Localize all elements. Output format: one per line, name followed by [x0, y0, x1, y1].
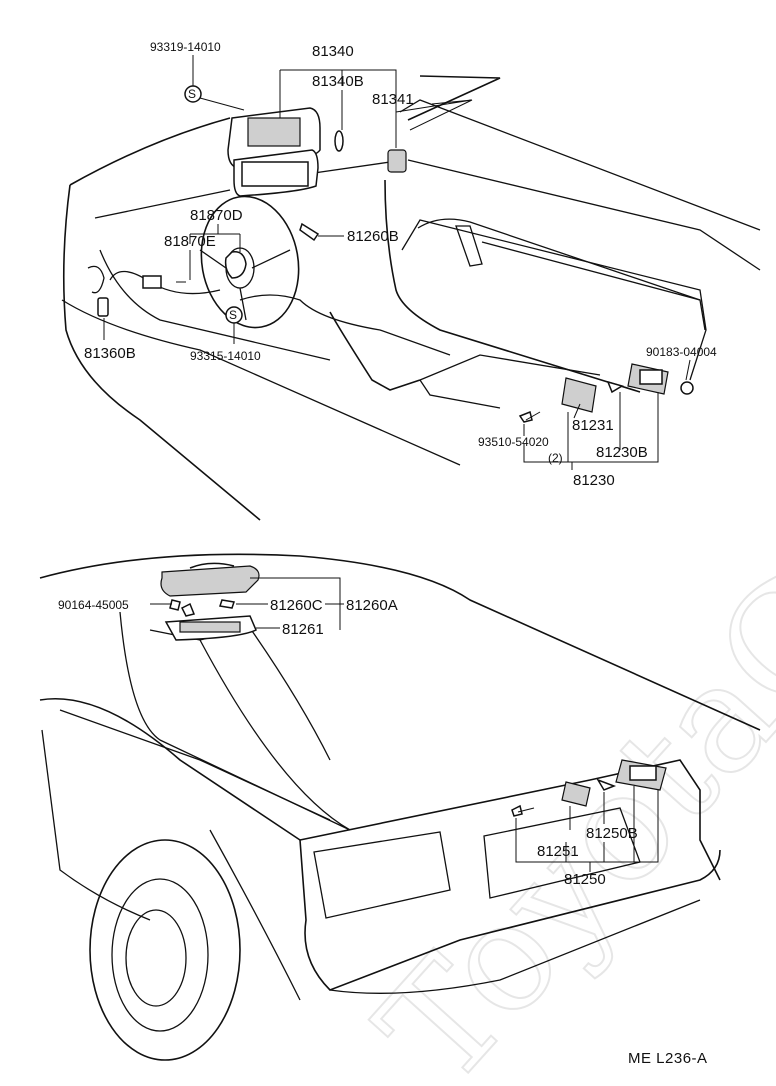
label-81870D: 81870D — [190, 207, 243, 224]
label-81260B: 81260B — [347, 228, 399, 245]
label-81260A: 81260A — [346, 597, 398, 614]
screw-s-marker-bottom: S — [229, 308, 237, 322]
screw-s-marker-top: S — [188, 87, 196, 101]
label-81870E: 81870E — [164, 233, 216, 250]
label-93319-14010: 93319-14010 — [150, 40, 221, 54]
label-93510-54020: 93510-54020 — [478, 435, 549, 449]
label-81250: 81250 — [564, 871, 606, 888]
label-81340: 81340 — [312, 43, 354, 60]
label-81230: 81230 — [573, 472, 615, 489]
sun-visor-vanity-lamp — [227, 107, 407, 197]
label-81260C: 81260C — [270, 597, 323, 614]
label-81261: 81261 — [282, 621, 324, 638]
label-81230B: 81230B — [596, 444, 648, 461]
exterior-body-outline — [39, 553, 761, 1061]
label-93315-14010: 93315-14010 — [190, 349, 261, 363]
watermark-text: ToyotaC — [346, 542, 776, 1086]
interior-part-labels: 93319-14010 81340 81340B 81341 81870D 81… — [84, 40, 717, 489]
label-qty-2: (2) — [548, 451, 563, 465]
interior-leader-lines — [103, 55, 691, 470]
label-90183-04004: 90183-04004 — [646, 345, 717, 359]
diagram-reference-code: ME L236-A — [628, 1050, 708, 1067]
label-81251: 81251 — [537, 843, 579, 860]
exterior-part-labels: 90164-45005 81260C 81260A 81261 81251 81… — [58, 597, 638, 888]
interior-fasteners: S S — [97, 85, 694, 423]
label-90164-45005: 90164-45005 — [58, 598, 129, 612]
label-81250B: 81250B — [586, 825, 638, 842]
label-81360B: 81360B — [84, 345, 136, 362]
label-81341: 81341 — [372, 91, 414, 108]
interior-body-outline — [61, 75, 761, 521]
label-81340B: 81340B — [312, 73, 364, 90]
exterior-view: 90164-45005 81260C 81260A 81261 81251 81… — [39, 553, 761, 1061]
label-81231: 81231 — [572, 417, 614, 434]
interior-view: S S — [61, 40, 761, 521]
exterior-parts — [160, 562, 667, 817]
exterior-leader-lines — [150, 577, 659, 872]
